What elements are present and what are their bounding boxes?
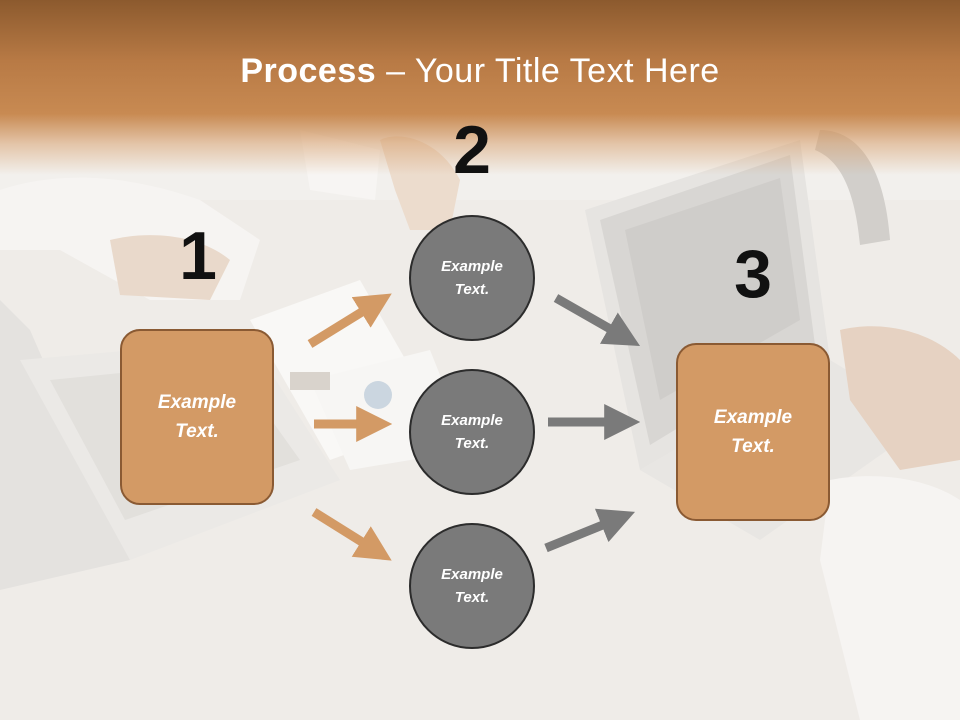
process-box-right-text: Example Text.: [713, 407, 793, 457]
arrow-top-to-right: [553, 294, 641, 347]
process-circle-middle[interactable]: Example Text.: [409, 369, 535, 495]
process-box-left-text: Example Text.: [157, 392, 237, 442]
step-number-2: 2: [453, 112, 491, 188]
slide-title: Process – Your Title Text Here: [0, 52, 960, 91]
process-box-right[interactable]: Example Text.: [676, 343, 830, 521]
process-box-left[interactable]: Example Text.: [120, 329, 274, 505]
process-circle-top-text: Example Text.: [441, 258, 503, 298]
process-circle-bottom-text: Example Text.: [441, 566, 503, 606]
arrow-bottom-to-right: [544, 508, 636, 553]
arrow-left-to-bottom: [311, 508, 392, 561]
title-text: Your Title Text Here: [414, 52, 720, 90]
process-circle-middle-text: Example Text.: [441, 412, 503, 452]
step-number-1: 1: [179, 218, 217, 294]
title-dash: –: [376, 52, 415, 90]
title-bold-word: Process: [240, 52, 377, 90]
process-circle-top[interactable]: Example Text.: [409, 215, 535, 341]
step-number-3: 3: [734, 236, 772, 312]
title-band: [0, 0, 960, 175]
process-circle-bottom[interactable]: Example Text.: [409, 523, 535, 649]
arrow-left-to-top: [307, 293, 392, 348]
